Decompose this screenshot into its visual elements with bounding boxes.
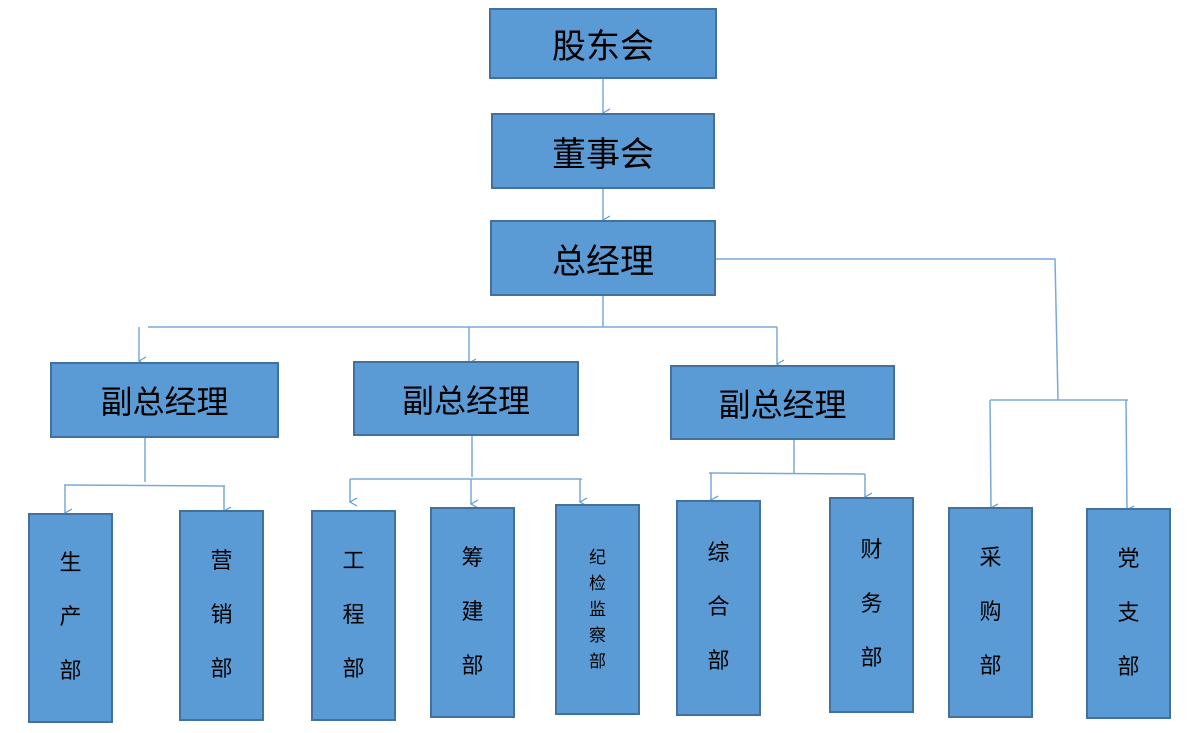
connector-gm-right <box>715 258 1059 401</box>
node-label: 董事会 <box>552 134 654 175</box>
connector-party <box>1125 399 1127 510</box>
node-label: 党 支 部 <box>1117 546 1140 680</box>
node-label: 纪 检 监 察 部 <box>589 547 606 672</box>
node-label: 副总经理 <box>401 381 530 420</box>
node-dept-marketing[interactable]: 营 销 部 <box>179 510 264 721</box>
node-label: 股东会 <box>552 27 654 67</box>
node-dept-general[interactable]: 综 合 部 <box>676 500 761 716</box>
node-vp-1[interactable]: 副总经理 <box>50 362 279 438</box>
node-dept-discipline[interactable]: 纪 检 监 察 部 <box>555 504 640 715</box>
node-dept-engineering[interactable]: 工 程 部 <box>311 510 396 721</box>
node-dept-purchasing[interactable]: 采 购 部 <box>948 507 1033 718</box>
node-label: 副总经理 <box>100 383 229 421</box>
node-label: 筹 建 部 <box>461 545 484 679</box>
node-dept-preparation[interactable]: 筹 建 部 <box>430 507 515 718</box>
node-label: 营 销 部 <box>210 548 233 682</box>
vp3-bus <box>708 472 866 475</box>
node-vp-2[interactable]: 副总经理 <box>353 361 579 436</box>
node-dept-production[interactable]: 生 产 部 <box>28 513 113 723</box>
node-shareholders[interactable]: 股东会 <box>489 8 717 79</box>
node-dept-finance[interactable]: 财 务 部 <box>829 497 914 713</box>
node-vp-3[interactable]: 副总经理 <box>670 365 895 440</box>
node-label: 总经理 <box>552 241 654 282</box>
node-general-manager[interactable]: 总经理 <box>490 220 716 296</box>
node-label: 副总经理 <box>718 385 847 424</box>
vp1-bus <box>63 484 226 487</box>
node-label: 工 程 部 <box>342 548 365 682</box>
node-label: 财 务 部 <box>860 538 883 671</box>
node-label: 采 购 部 <box>979 545 1002 679</box>
node-dept-party[interactable]: 党 支 部 <box>1086 508 1171 719</box>
node-label: 生 产 部 <box>59 551 82 684</box>
node-board[interactable]: 董事会 <box>491 113 715 189</box>
node-label: 综 合 部 <box>707 541 730 674</box>
connector-purchasing <box>989 399 991 508</box>
